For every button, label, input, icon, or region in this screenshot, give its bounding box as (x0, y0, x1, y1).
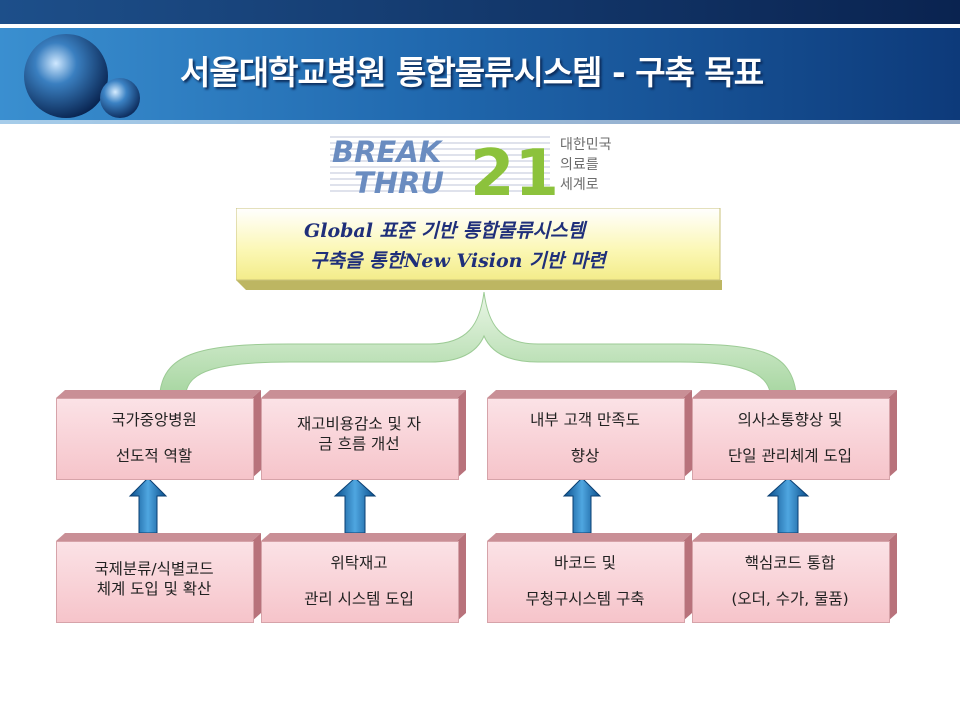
objective-box-2: 재고비용감소 및 자 금 흐름 개선 (261, 390, 466, 480)
logo-number: 21 (470, 137, 559, 201)
logo-slogan-line: 의료를 (560, 157, 599, 173)
initiative-line: 핵심코드 통합 (744, 554, 836, 572)
objective-line: 향상 (570, 447, 600, 465)
globe-icon (24, 34, 108, 118)
arrow-3 (562, 477, 602, 534)
objective-line: 단일 관리체계 도입 (728, 447, 852, 465)
initiative-line: (오더, 수가, 물품) (731, 590, 849, 608)
objective-line: 금 흐름 개선 (318, 435, 400, 453)
goal-box-shape (236, 208, 722, 290)
objective-box-1: 국가중앙병원 선도적 역할 (56, 390, 261, 480)
initiative-line: 체계 도입 및 확산 (96, 580, 212, 598)
initiative-line: 관리 시스템 도입 (304, 590, 414, 608)
goal-line-1: Global 표준 기반 통합물류시스템 (304, 220, 586, 242)
logo-slogan: 대한민국 의료를 세계로 (560, 135, 612, 195)
header-banner (0, 0, 960, 128)
goal-box: Global 표준 기반 통합물류시스템 구축을 통한New Vision 기반… (236, 208, 722, 290)
initiative-line: 위탁재고 (330, 554, 388, 572)
breakthru21-logo: BREAK THRU 21 대한민국 의료를 세계로 (330, 131, 640, 201)
objective-box-4: 의사소통향상 및 단일 관리체계 도입 (692, 390, 897, 480)
slide-header (0, 0, 960, 128)
initiative-box-3: 바코드 및 무청구시스템 구축 (487, 533, 692, 623)
initiative-box-2: 위탁재고 관리 시스템 도입 (261, 533, 466, 623)
logo-break-text: BREAK (332, 135, 444, 169)
connector-brace (159, 291, 797, 393)
objective-line: 선도적 역할 (115, 447, 193, 465)
initiative-line: 무청구시스템 구축 (525, 590, 645, 608)
initiative-box-1: 국제분류/식별코드 체계 도입 및 확산 (56, 533, 261, 623)
objective-line: 의사소통향상 및 (737, 411, 843, 429)
initiative-line: 바코드 및 (554, 554, 616, 572)
slide-title: 서울대학교병원 통합물류시스템 - 구축 목표 (180, 53, 764, 92)
arrow-1 (128, 477, 168, 534)
arrow-2 (333, 477, 377, 534)
logo-thru-text: THRU (354, 166, 444, 200)
objective-line: 내부 고객 만족도 (530, 411, 640, 429)
logo-slogan-line: 대한민국 (560, 137, 612, 153)
initiative-line: 국제분류/식별코드 (94, 560, 214, 578)
initiative-box-4: 핵심코드 통합 (오더, 수가, 물품) (692, 533, 897, 623)
small-globe-icon (100, 78, 140, 118)
objective-line: 재고비용감소 및 자 (297, 415, 421, 433)
goal-line-2: 구축을 통한New Vision 기반 마련 (310, 250, 606, 272)
arrow-4 (766, 477, 810, 534)
objective-line: 국가중앙병원 (111, 411, 197, 429)
breakthru21-logo-mark: BREAK THRU 21 (330, 135, 559, 201)
logo-slogan-line: 세계로 (560, 177, 599, 193)
objective-box-3: 내부 고객 만족도 향상 (487, 390, 692, 480)
